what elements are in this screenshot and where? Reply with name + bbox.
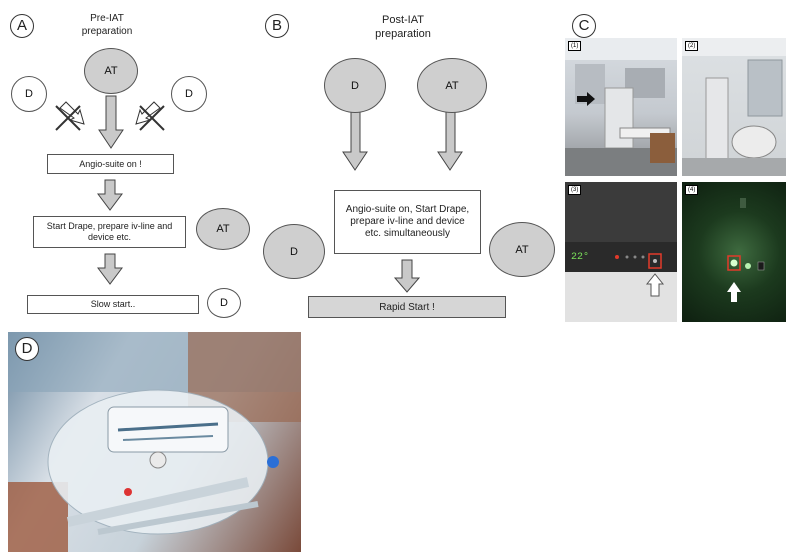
- panel-a-at-side-node: AT: [196, 208, 250, 250]
- panel-a-d-bottom-node: D: [207, 288, 241, 318]
- panel-b-step-1: Angio-suite on, Start Drape, prepare iv-…: [334, 190, 481, 254]
- panel-a-d-right-node: D: [171, 76, 207, 112]
- panel-a-step-2: Start Drape, prepare iv-line and device …: [33, 216, 186, 248]
- panel-a-title-line2: preparation: [81, 26, 133, 37]
- panel-d-label: D: [15, 337, 39, 361]
- panel-b-at-node: AT: [417, 58, 487, 113]
- panel-a-blocked-arrow-left: [55, 101, 85, 131]
- photo-tag-4: (4): [685, 185, 699, 195]
- panel-a-arrow-2: [97, 179, 123, 211]
- panel-b-arrow-at: [437, 107, 463, 171]
- panel-a-d-left-node: D: [11, 76, 47, 112]
- photo-angio-suite-2: (2): [682, 38, 786, 176]
- photo-glowing-switch: (4): [682, 182, 786, 322]
- panel-a-title: Pre-IAT preparation: [72, 12, 142, 38]
- panel-a-d-right-label: D: [185, 88, 193, 100]
- panel-a-arrow-1: [98, 95, 124, 149]
- panel-a-at-node: AT: [84, 48, 138, 94]
- panel-b-title-line1: Post-IAT: [382, 14, 424, 26]
- panel-a-title-line1: Pre-IAT: [90, 13, 124, 24]
- panel-b-arrow-bottom: [393, 259, 421, 293]
- panel-a-blocked-arrow-right: [135, 101, 165, 131]
- photo-tag-2: (2): [685, 41, 699, 51]
- arrow-indicator-white: [645, 273, 665, 297]
- panel-b-at-side-node: AT: [489, 222, 555, 277]
- photo-glowing-switch-scene: [727, 198, 765, 302]
- panel-b-at-side-label: AT: [515, 243, 529, 256]
- photo-prepared-kit-scene: [8, 332, 301, 552]
- panel-b-d-side-node: D: [263, 224, 325, 279]
- photo-angio-suite-1: (1): [565, 38, 677, 176]
- panel-b-step-2: Rapid Start !: [308, 296, 506, 318]
- photo-control-panel: 22° (3): [565, 182, 677, 322]
- panel-a-step-1: Angio-suite on !: [47, 154, 174, 174]
- panel-b-step-2-text: Rapid Start !: [379, 301, 435, 313]
- panel-a-d-left-label: D: [25, 88, 33, 100]
- panel-a-label: A: [10, 14, 34, 38]
- panel-b-d-node: D: [324, 58, 386, 113]
- panel-b-title: Post-IAT preparation: [358, 13, 448, 41]
- photo-tag-1: (1): [568, 41, 582, 51]
- panel-b-arrow-d: [342, 107, 368, 171]
- photo-prepared-kit: D: [8, 332, 301, 552]
- panel-b-step-1-text: Angio-suite on, Start Drape, prepare iv-…: [345, 204, 470, 239]
- arrow-indicator-white-2: [727, 282, 741, 302]
- panel-a-at-label: AT: [104, 65, 118, 77]
- panel-b-at-label: AT: [445, 79, 459, 92]
- display-reading: 22°: [571, 252, 590, 263]
- panel-a-d-bottom-label: D: [220, 297, 228, 309]
- panel-b-label: B: [265, 14, 289, 38]
- photo-tag-3: (3): [568, 185, 582, 195]
- arrow-indicator-black: [577, 92, 595, 106]
- highlight-box-button: [648, 253, 662, 269]
- photo-control-panel-scene: [565, 182, 677, 322]
- panel-a-step-3-text: Slow start..: [90, 299, 136, 309]
- panel-a-at-side-label: AT: [216, 223, 230, 235]
- panel-a-arrow-3: [97, 253, 123, 285]
- panel-a-step-1-text: Angio-suite on !: [79, 158, 142, 169]
- photo-angio-suite-2-scene: [682, 38, 786, 176]
- panel-b-title-line2: preparation: [375, 28, 431, 40]
- panel-c-label: C: [572, 14, 596, 38]
- highlight-box-switch: [727, 255, 741, 271]
- panel-b-d-label: D: [351, 79, 359, 92]
- panel-a-step-2-text: Start Drape, prepare iv-line and device …: [46, 221, 173, 242]
- photo-angio-suite-1-scene: [565, 38, 677, 176]
- panel-a-step-3: Slow start..: [27, 295, 199, 314]
- panel-b-d-side-label: D: [290, 245, 298, 258]
